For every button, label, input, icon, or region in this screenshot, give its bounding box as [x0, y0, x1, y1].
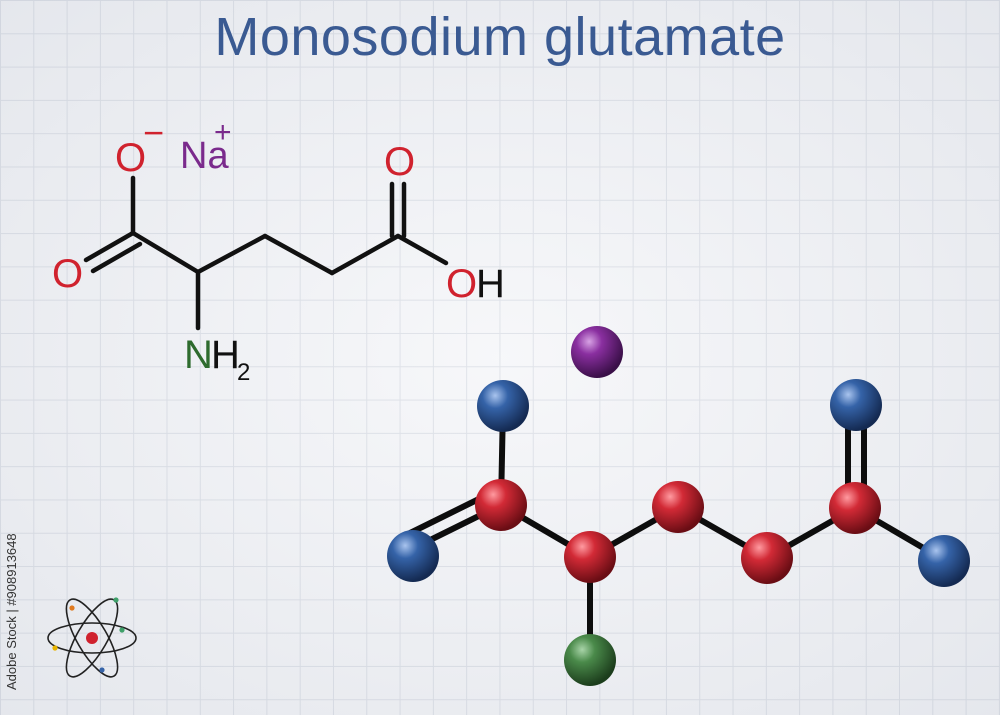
structural-formula [83, 175, 449, 331]
atom-h-hydroxyl: H [476, 262, 505, 306]
bond-double-left-b [90, 241, 143, 274]
bond-c1-c2 [130, 230, 201, 275]
charge-minus: − [143, 112, 164, 153]
atom-o-minus: O [115, 136, 146, 180]
bond-c3-c4 [262, 233, 335, 276]
bond-c5-oh [395, 233, 449, 266]
ball-oxygen-top-left [477, 380, 529, 432]
stock-watermark-id: Adobe Stock | #908913648 [4, 533, 19, 690]
ball-oxygen-right [918, 535, 970, 587]
page-title: Monosodium glutamate [214, 7, 786, 67]
ball-carbon-2 [564, 531, 616, 583]
ball-carbon-5 [829, 482, 881, 534]
subscript-2: 2 [237, 359, 250, 386]
atom-na: Na [180, 135, 229, 177]
ball-nitrogen [564, 634, 616, 686]
ball-and-stick-atoms [387, 326, 970, 686]
ball-oxygen-left [387, 530, 439, 582]
atom-h-amine: H [211, 333, 240, 377]
ball-carbon-1 [475, 479, 527, 531]
ball-and-stick-bonds [401, 403, 947, 663]
atom-n: N [184, 333, 213, 377]
atom-o-carbonyl-left: O [52, 252, 83, 296]
atom-logo-icon [47, 597, 137, 678]
ball-sodium [571, 326, 623, 378]
bond-c2-c3 [195, 233, 268, 275]
atom-o-hydroxyl: O [446, 262, 477, 306]
ball-oxygen-top-right [830, 379, 882, 431]
bond-c4-c5 [329, 233, 401, 276]
charge-plus: + [214, 116, 232, 149]
bond-double-left-a [83, 230, 136, 263]
atom-o-carbonyl-right: O [384, 140, 415, 184]
ball-carbon-4 [741, 532, 793, 584]
ball-carbon-3 [652, 481, 704, 533]
atom-labels: O − Na + O O O H N H 2 [52, 112, 505, 386]
